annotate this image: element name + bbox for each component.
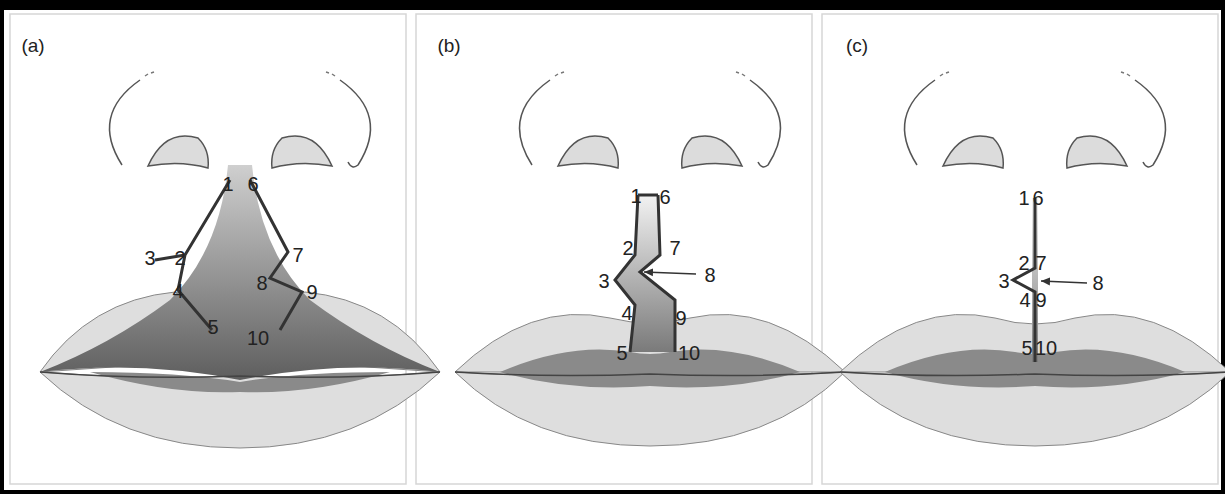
callout-number: 4 bbox=[1019, 290, 1030, 310]
callout-number: 2 bbox=[1018, 253, 1029, 273]
callout-number: 1 bbox=[1018, 188, 1029, 208]
callout-number: 10 bbox=[1035, 338, 1057, 358]
callout-number: 4 bbox=[621, 303, 632, 323]
panel-a-drawing bbox=[40, 72, 440, 448]
callout-number: 7 bbox=[292, 245, 303, 265]
callout-number: 3 bbox=[598, 271, 609, 291]
callout-number: 10 bbox=[678, 343, 700, 363]
callout-number: 5 bbox=[1021, 338, 1032, 358]
callout-number: 6 bbox=[659, 187, 670, 207]
callout-number: 1 bbox=[222, 174, 233, 194]
callout-number: 5 bbox=[207, 317, 218, 337]
callout-number: 3 bbox=[998, 271, 1009, 291]
callout-number: 7 bbox=[669, 238, 680, 258]
callout-number: 1 bbox=[630, 186, 641, 206]
callout-number: 9 bbox=[675, 308, 686, 328]
panel-label: (a) bbox=[21, 36, 44, 55]
callout-number: 2 bbox=[622, 238, 633, 258]
callout-number: 8 bbox=[1092, 273, 1103, 293]
callout-number: 4 bbox=[172, 281, 183, 301]
callout-number: 3 bbox=[144, 248, 155, 268]
callout-number: 2 bbox=[174, 248, 185, 268]
callout-number: 10 bbox=[247, 328, 269, 348]
panel-label: (c) bbox=[846, 36, 868, 55]
callout-number: 7 bbox=[1035, 253, 1046, 273]
callout-number: 9 bbox=[1035, 290, 1046, 310]
callout-number: 6 bbox=[1032, 188, 1043, 208]
panel-b-drawing bbox=[455, 72, 845, 446]
callout-number: 5 bbox=[616, 343, 627, 363]
panel-c-drawing bbox=[840, 72, 1225, 446]
callout-number: 9 bbox=[306, 282, 317, 302]
panel-label: (b) bbox=[437, 36, 460, 55]
callout-number: 6 bbox=[247, 174, 258, 194]
callout-number: 8 bbox=[704, 265, 715, 285]
callout-number: 8 bbox=[256, 273, 267, 293]
